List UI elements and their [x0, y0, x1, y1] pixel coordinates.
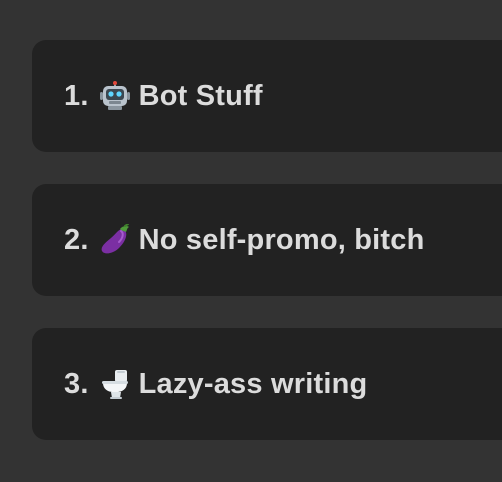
- rule-label: Lazy-ass writing: [138, 367, 368, 400]
- rule-item-no-self-promo[interactable]: 2. No self-promo, bitch: [32, 184, 502, 296]
- rules-list: 1. Bot Stuff 2.: [32, 40, 502, 472]
- rule-label: Bot Stuff: [138, 79, 263, 112]
- toilet-icon: [99, 368, 131, 400]
- rule-item-bot-stuff[interactable]: 1. Bot Stuff: [32, 40, 502, 152]
- rule-number: 2.: [64, 223, 89, 256]
- rule-number: 1.: [64, 79, 89, 112]
- rule-item-lazy-writing[interactable]: 3. Lazy-ass writing: [32, 328, 502, 440]
- rule-title: 2. No self-promo, bitch: [64, 224, 425, 257]
- eggplant-icon: [99, 224, 131, 256]
- rule-number: 3.: [64, 367, 89, 400]
- rule-label: No self-promo, bitch: [138, 223, 425, 256]
- robot-icon: [99, 80, 131, 112]
- rule-title: 1. Bot Stuff: [64, 80, 263, 113]
- rule-title: 3. Lazy-ass writing: [64, 368, 367, 401]
